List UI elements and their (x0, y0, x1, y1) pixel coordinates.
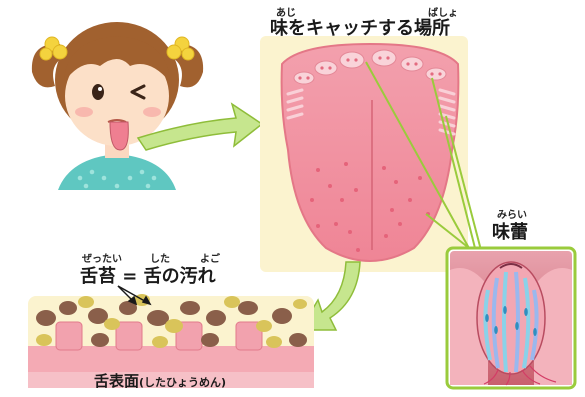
taste-bud-ruby: みらい (497, 210, 527, 221)
tongue-surface-label: 舌表面(したひょうめん) (94, 370, 226, 391)
tongue-coating-label: 舌苔 = 舌の汚れ (80, 266, 216, 287)
tongue-surface-label-sub: (したひょうめん) (139, 376, 227, 389)
left-hair-tie (39, 36, 68, 61)
girl-illustration (31, 22, 204, 190)
taste-bud-panel (445, 246, 577, 390)
taste-bud-label: 味蕾 (492, 222, 528, 243)
big-tongue (280, 42, 460, 262)
coating-ruby-yogo: よご (200, 254, 220, 265)
taste-bud-pointer-lines (365, 61, 483, 255)
tongue-surface-cross-section (28, 285, 314, 388)
title-ruby-basho: ばしょ (428, 8, 458, 19)
tongue-surface-label-main: 舌表面 (94, 372, 140, 390)
girl-shirt (58, 154, 176, 190)
coating-ruby-zettai: ぜったい (82, 254, 122, 265)
coating-ruby-shita: した (150, 254, 170, 265)
right-hair-tie (166, 36, 195, 61)
title-ruby-aji: あじ (276, 8, 296, 19)
page-title: 味をキャッチする場所 (270, 18, 450, 39)
girl-face (65, 46, 169, 146)
girl-tongue (109, 121, 129, 151)
